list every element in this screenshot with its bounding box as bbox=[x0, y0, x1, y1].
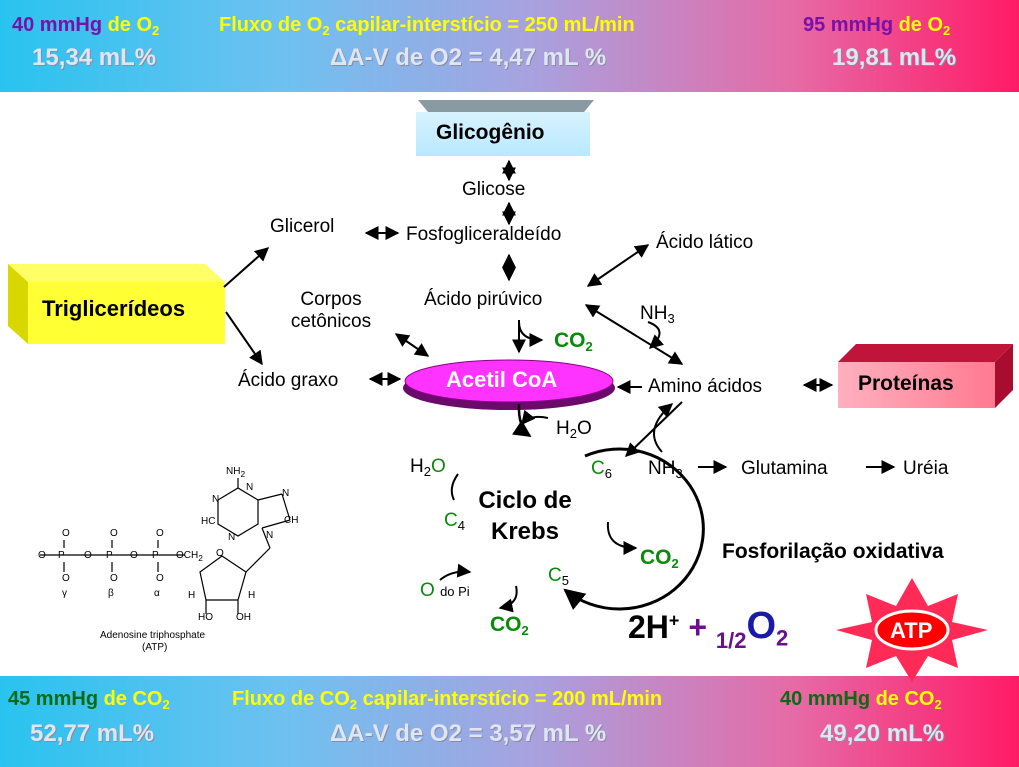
arrow-nh3-top bbox=[647, 321, 665, 349]
nh3-bottom-label: NH3 bbox=[648, 458, 683, 481]
co2-label-1: CO2 bbox=[554, 329, 593, 354]
arrow-trig-graxo bbox=[225, 311, 263, 366]
co2-label-3: CO2 bbox=[490, 613, 529, 638]
arrow-co2-release-3 bbox=[498, 585, 518, 613]
header-left-pressure: 40 mmHg de O2 bbox=[12, 14, 160, 38]
atp-ellipse bbox=[874, 609, 950, 651]
c6-label: C6 bbox=[591, 458, 612, 481]
krebs-cycle-arc bbox=[563, 447, 705, 611]
arrow-piruvico-amino bbox=[584, 304, 684, 365]
arrow-h2o-left bbox=[450, 473, 459, 501]
footer-left-pressure: 45 mmHg de CO2 bbox=[8, 688, 170, 712]
footer-right-pressure: 40 mmHg de CO2 bbox=[780, 688, 942, 712]
atp-label: ATP bbox=[890, 618, 933, 643]
acido-piruvico-label: Ácido pirúvico bbox=[424, 289, 543, 310]
h2o-top-label: H2O bbox=[556, 418, 592, 441]
header-right-volume: 19,81 mL% bbox=[832, 44, 957, 71]
co2-label-2: CO2 bbox=[640, 546, 679, 571]
acetil-coa-label: Acetil CoA bbox=[446, 367, 558, 392]
glutamina-label: Glutamina bbox=[741, 458, 828, 479]
trigliceridios-box bbox=[8, 264, 225, 344]
header-left-volume: 15,34 mL% bbox=[32, 44, 157, 71]
acetil-coa-ellipse bbox=[403, 359, 615, 410]
c5-label: C5 bbox=[548, 565, 569, 588]
glicogenio-box bbox=[416, 100, 594, 156]
header-right-pressure: 95 mmHg de O2 bbox=[803, 14, 951, 38]
arrow-co2-release-1 bbox=[518, 321, 544, 347]
ureia-label: Uréia bbox=[903, 458, 949, 479]
glicerol-label: Glicerol bbox=[270, 216, 335, 237]
amino-acidos-label: Amino ácidos bbox=[648, 376, 763, 397]
arrow-corpos-acetil bbox=[394, 333, 430, 357]
o-do-pi-label: O do Pi bbox=[420, 580, 470, 601]
arrow-h2o-top bbox=[521, 409, 549, 426]
nh3-top-label: NH3 bbox=[640, 303, 675, 326]
footer-right-volume: 49,20 mL% bbox=[820, 720, 945, 747]
acido-latico-label: Ácido lático bbox=[656, 232, 754, 253]
header-delta: ΔA-V de O2 = 4,47 mL % bbox=[330, 44, 607, 71]
glicose-label: Glicose bbox=[462, 179, 526, 200]
footer-band: 45 mmHg de CO2 Fluxo de CO2 capilar-inte… bbox=[0, 676, 1019, 767]
arrow-trig-glicerol bbox=[223, 247, 270, 288]
h2o-left-label: H2O bbox=[410, 456, 446, 479]
oxidative-equation: 2H+ + 1/2O2 bbox=[628, 605, 789, 653]
proteinas-label: Proteínas bbox=[858, 372, 954, 395]
arrow-latico-piruvico bbox=[586, 244, 650, 287]
arrow-nh3-bottom bbox=[653, 403, 674, 453]
header-band: 40 mmHg de O2 Fluxo de O2 capilar-inters… bbox=[0, 0, 1019, 92]
acido-graxo-label: Ácido graxo bbox=[238, 370, 339, 391]
fosfogliceraldeido-label: Fosfogliceraldeído bbox=[406, 224, 562, 245]
c4-label: C4 bbox=[444, 510, 465, 533]
footer-flux: Fluxo de CO2 capilar-interstício = 200 m… bbox=[232, 688, 663, 712]
arrow-o-do-pi bbox=[439, 563, 472, 581]
footer-delta: ΔA-V de O2 = 3,57 mL % bbox=[330, 720, 607, 747]
trigliceridios-label: Triglicerídeos bbox=[42, 296, 186, 321]
footer-left-volume: 52,77 mL% bbox=[30, 720, 155, 747]
glicogenio-label: Glicogênio bbox=[436, 121, 545, 144]
fosforilacao-label: Fosforilação oxidativa bbox=[722, 540, 944, 563]
proteinas-box bbox=[838, 344, 1013, 408]
header-flux: Fluxo de O2 capilar-interstício = 250 mL… bbox=[219, 14, 635, 38]
atp-structure-diagram bbox=[40, 478, 291, 614]
arrow-co2-release-2 bbox=[606, 521, 638, 555]
